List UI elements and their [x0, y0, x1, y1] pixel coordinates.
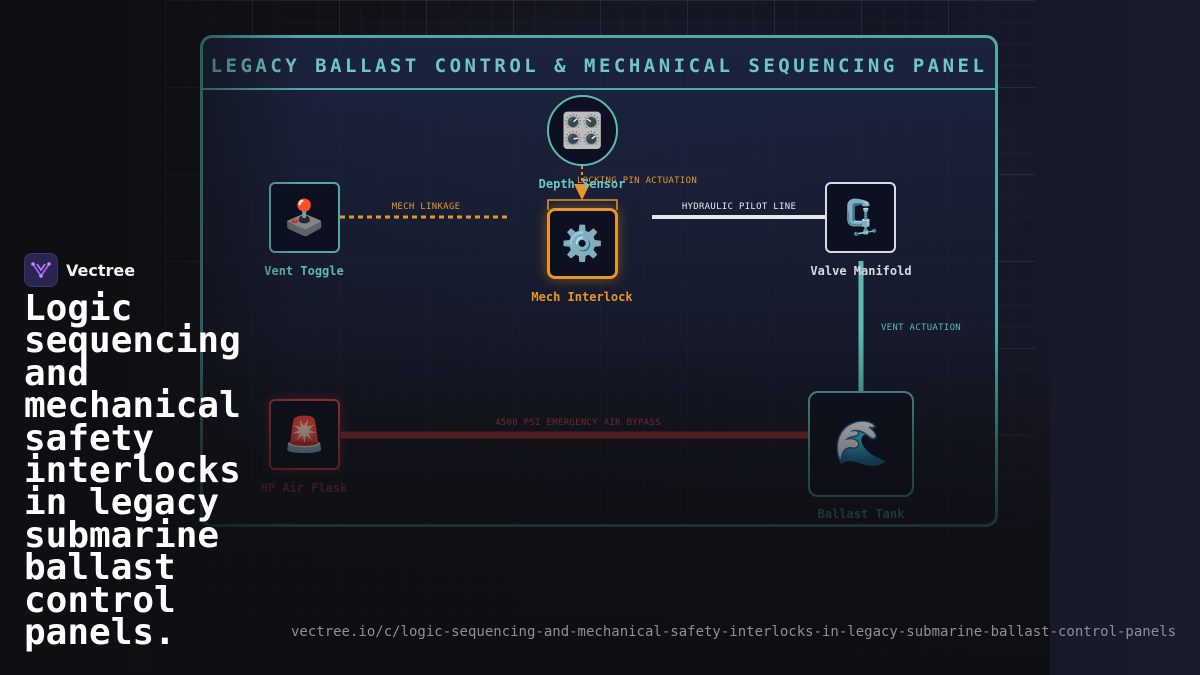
- edge-label-emergency-bypass: 4500 PSI EMERGENCY AIR BYPASS: [495, 418, 661, 428]
- control-knobs-icon: 🎛️: [561, 110, 604, 151]
- node-label-ballast-tank: Ballast Tank: [817, 507, 905, 521]
- vectree-logo-icon: [24, 253, 58, 287]
- node-label-valve-manifold: Valve Manifold: [810, 264, 912, 278]
- node-depth-sensor[interactable]: 🎛️: [547, 95, 618, 166]
- clamp-icon: 🗜️: [839, 197, 882, 238]
- edge-label-locking-pin: LOCKING PIN ACTUATION: [576, 176, 698, 186]
- brand: Vectree: [24, 253, 135, 287]
- edge-label-mech-linkage: MECH LINKAGE: [391, 202, 461, 212]
- node-label-depth-sensor: Depth Sensor: [538, 177, 626, 191]
- edge-locking-pin-bracket: [547, 199, 618, 210]
- node-ballast-tank[interactable]: 🌊: [808, 391, 914, 497]
- brand-name: Vectree: [66, 260, 136, 280]
- vectree-logo-mark: [31, 262, 51, 278]
- edge-label-hydraulic-pilot: HYDRAULIC PILOT LINE: [681, 202, 797, 212]
- wave-icon: 🌊: [833, 418, 889, 469]
- page-url[interactable]: vectree.io/c/logic-sequencing-and-mechan…: [290, 624, 1176, 640]
- node-valve-manifold[interactable]: 🗜️: [825, 182, 896, 253]
- edge-locking-pin-arrowhead: [574, 184, 590, 200]
- node-vent-toggle[interactable]: 🕹️: [269, 182, 340, 253]
- node-label-vent-toggle: Vent Toggle: [264, 264, 344, 278]
- joystick-icon: 🕹️: [283, 197, 326, 238]
- node-label-mech-interlock: Mech Interlock: [531, 290, 633, 304]
- siren-icon: 🚨: [283, 414, 326, 455]
- gear-icon: ⚙️: [561, 223, 604, 264]
- edge-label-vent-actuation: VENT ACTUATION: [880, 323, 962, 333]
- headline: Logic sequencing and mechanical safety i…: [24, 288, 241, 654]
- panel-title: LEGACY BALLAST CONTROL & MECHANICAL SEQU…: [203, 38, 995, 90]
- node-mech-interlock[interactable]: ⚙️: [547, 208, 618, 279]
